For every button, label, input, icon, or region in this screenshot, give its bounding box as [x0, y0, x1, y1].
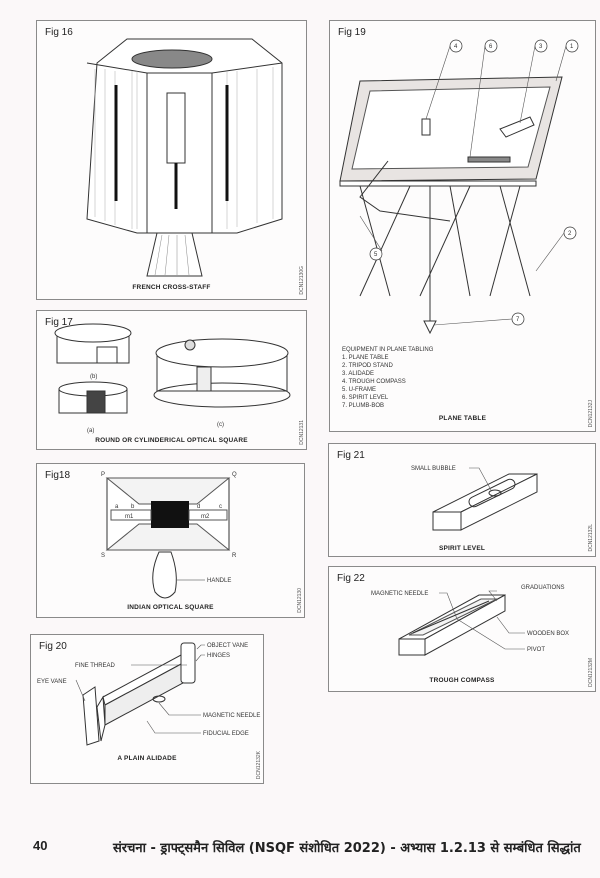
fiducial-edge-label: FIDUCIAL EDGE [203, 731, 249, 737]
legend-item: 4. TROUGH COMPASS [342, 379, 406, 385]
part-label-c: (c) [217, 422, 224, 428]
figure-18: P Q R S a b c d m1 m2 HANDLE Fig18 INDIA… [36, 463, 305, 618]
figure-code: DCN12132J [588, 399, 594, 427]
figure-code: DCN12132K [256, 750, 262, 779]
page-number: 40 [33, 838, 48, 853]
mirror-label-m2: m2 [201, 514, 210, 520]
legend-title: EQUIPMENT IN PLANE TABLING [342, 347, 434, 353]
fine-thread-label: FINE THREAD [75, 663, 116, 669]
point-label-p: P [101, 472, 105, 478]
figure-caption: SPIRIT LEVEL [438, 545, 486, 552]
plain-alidade-illustration: OBJECT VANE FINE THREAD HINGES EYE VANE … [37, 642, 260, 746]
callout-1: 1 [570, 44, 574, 50]
figure-label: Fig 19 [338, 27, 366, 38]
cylindrical-optical-square-illustration: (b) (a) (c) [54, 323, 291, 434]
pivot-label: PIVOT [527, 647, 545, 653]
legend-item: 1. PLANE TABLE [342, 355, 388, 361]
point-label-b: b [131, 504, 135, 510]
figure-label: Fig 17 [45, 317, 73, 328]
figure-caption: INDIAN OPTICAL SQUARE [127, 604, 214, 611]
hinges-label: HINGES [207, 653, 230, 659]
figure-caption: PLANE TABLE [438, 415, 487, 422]
part-label-a: (a) [87, 428, 94, 434]
wooden-box-label: WOODEN BOX [527, 631, 569, 637]
part-label-b: (b) [90, 374, 97, 380]
callout-5: 5 [374, 252, 378, 258]
trough-compass-illustration: MAGNETIC NEEDLE GRADUATIONS WOODEN BOX P… [371, 585, 569, 656]
callout-4: 4 [454, 44, 458, 50]
figure-label: Fig 22 [337, 573, 365, 584]
footer-title: संरचना - ड्राफ्ट्समैन सिविल (NSQF संशोधि… [113, 841, 581, 856]
figure-caption: ROUND OR CYLINDERICAL OPTICAL SQUARE [95, 437, 248, 444]
magnetic-needle-label: MAGNETIC NEEDLE [371, 591, 428, 597]
figure-label: Fig 20 [39, 641, 67, 652]
legend-item: 6. SPIRIT LEVEL [342, 395, 389, 401]
magnetic-needle-label: MAGNETIC NEEDLE [203, 713, 260, 719]
figure-19: 4 6 3 1 2 5 7 EQUIPMENT IN PLANE TABLING… [329, 20, 596, 432]
figure-20: OBJECT VANE FINE THREAD HINGES EYE VANE … [30, 634, 264, 784]
figure-code: DCN12132L [588, 524, 594, 552]
figure-label: Fig 21 [337, 450, 365, 461]
small-bubble-label: SMALL BUBBLE [411, 466, 456, 472]
point-label-q: Q [232, 472, 237, 478]
mirror-label-m1: m1 [125, 514, 134, 520]
figure-code: DCN12132M [588, 658, 594, 687]
callout-2: 2 [568, 231, 572, 237]
point-label-s: S [101, 553, 105, 559]
point-label-d: d [197, 504, 200, 510]
figure-code: DCN12130G [299, 266, 305, 295]
figure-caption: A PLAIN ALIDADE [117, 755, 177, 762]
figure-code: DCN12130 [297, 588, 303, 613]
french-cross-staff-illustration [86, 38, 283, 277]
callout-7: 7 [516, 317, 520, 323]
figure-caption: TROUGH COMPASS [429, 677, 495, 684]
indian-optical-square-illustration: P Q R S a b c d m1 m2 HANDLE [101, 472, 237, 599]
legend-item: 3. ALIDADE [342, 371, 374, 377]
point-label-r: R [232, 553, 237, 559]
figure-22: MAGNETIC NEEDLE GRADUATIONS WOODEN BOX P… [328, 566, 596, 692]
point-label-a: a [115, 504, 119, 510]
figure-label: Fig18 [45, 470, 71, 481]
figure-17: (b) (a) (c) Fig 17 ROUND OR CYLINDERICAL… [36, 310, 307, 450]
eye-vane-label: EYE VANE [37, 679, 67, 685]
spirit-level-illustration: SMALL BUBBLE [411, 466, 538, 531]
figure-caption: FRENCH CROSS-STAFF [132, 284, 211, 291]
legend-item: 2. TRIPOD STAND [342, 363, 393, 369]
figure-16: Fig 16 FRENCH CROSS-STAFF DCN12130G [36, 20, 307, 300]
legend-item: 7. PLUMB-BOB [342, 403, 384, 409]
graduations-label: GRADUATIONS [521, 585, 565, 591]
figure-label: Fig 16 [45, 27, 73, 38]
figure-21: SMALL BUBBLE Fig 21 SPIRIT LEVEL DCN1213… [328, 443, 596, 557]
callout-3: 3 [539, 44, 543, 50]
object-vane-label: OBJECT VANE [207, 643, 248, 649]
legend-item: 5. U-FRAME [342, 387, 376, 393]
plane-table-illustration: 4 6 3 1 2 5 7 EQUIPMENT IN PLANE TABLING… [339, 39, 579, 409]
figure-code: DCN12131 [299, 420, 305, 445]
point-label-c: c [219, 504, 222, 510]
handle-label: HANDLE [207, 578, 231, 584]
callout-6: 6 [489, 44, 493, 50]
